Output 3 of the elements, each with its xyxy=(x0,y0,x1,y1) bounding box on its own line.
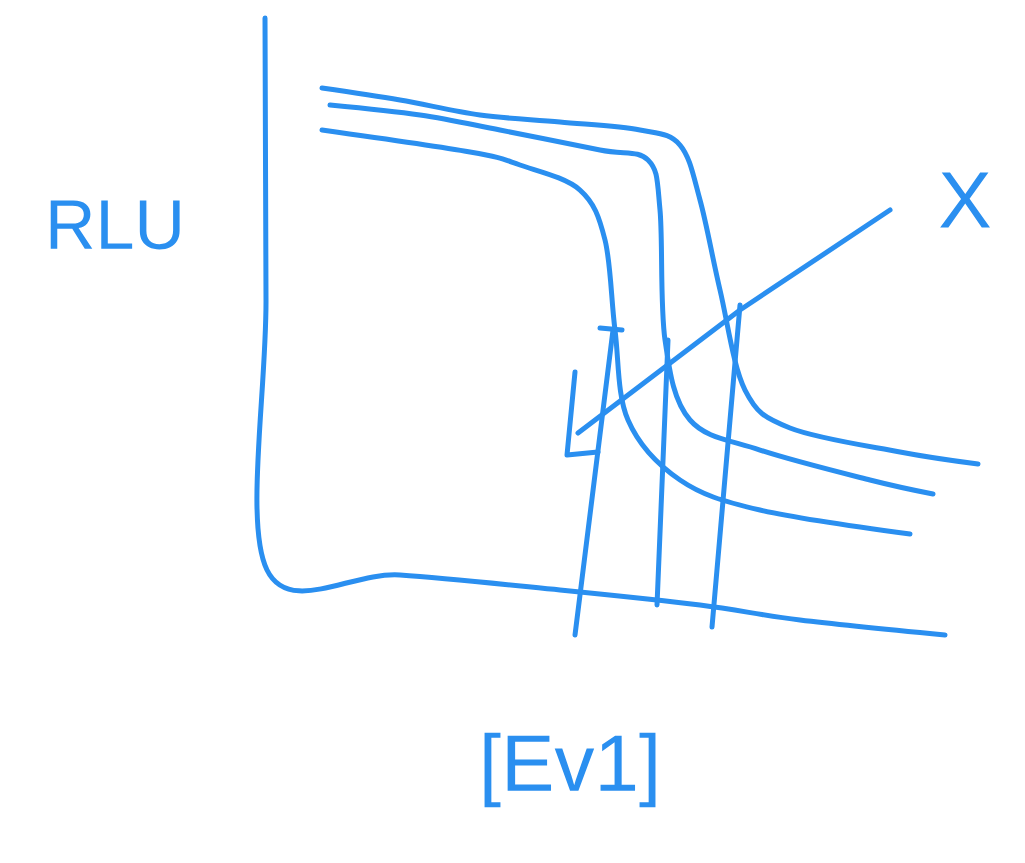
axis-label: [Ev1] xyxy=(484,732,656,808)
axis-label: RLU xyxy=(50,200,180,250)
axis-label: X xyxy=(940,172,990,228)
